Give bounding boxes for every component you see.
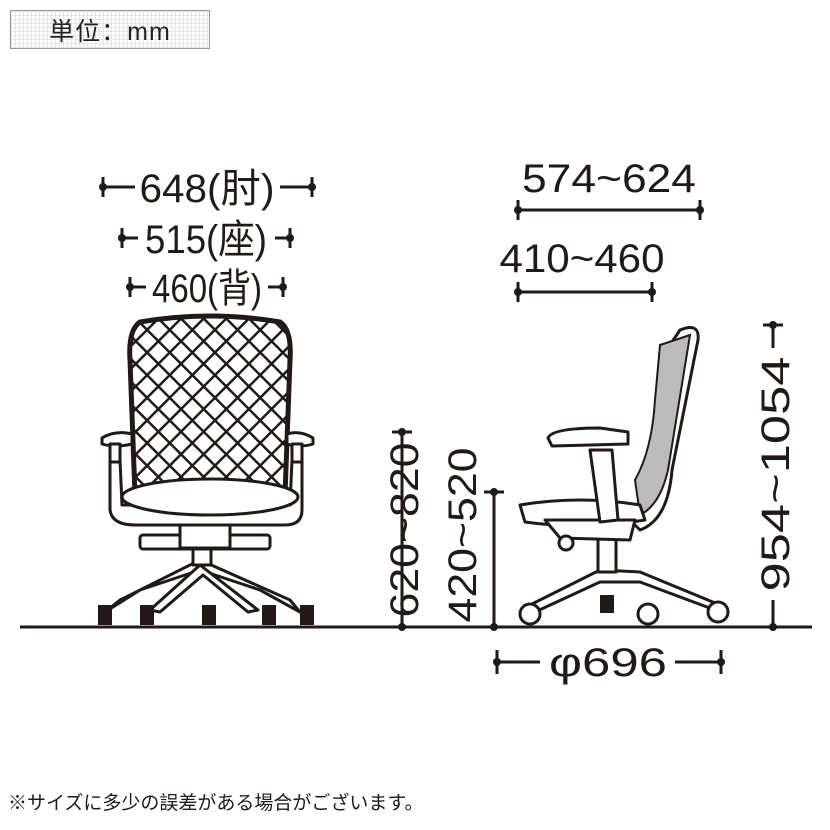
unit-label: 単位：mm	[10, 10, 210, 49]
size-tolerance-footnote: ※サイズに多少の誤差がある場合がございます。	[8, 793, 424, 814]
side-view-chair	[518, 326, 730, 626]
base-diameter-label: φ696	[549, 641, 667, 685]
seat-height-label: 420~520	[441, 448, 485, 623]
back-width-label: 460(背)	[152, 267, 262, 311]
overall-height-label: 954~1054	[754, 357, 798, 592]
armrest-height-label: 620~820	[383, 443, 427, 618]
seat-width-label: 515(座)	[145, 218, 267, 262]
overall-depth-label: 574~624	[522, 157, 696, 201]
front-view-chair	[98, 313, 315, 625]
armrest-width-label: 648(肘)	[140, 167, 275, 211]
seat-depth-label: 410~460	[500, 237, 665, 281]
